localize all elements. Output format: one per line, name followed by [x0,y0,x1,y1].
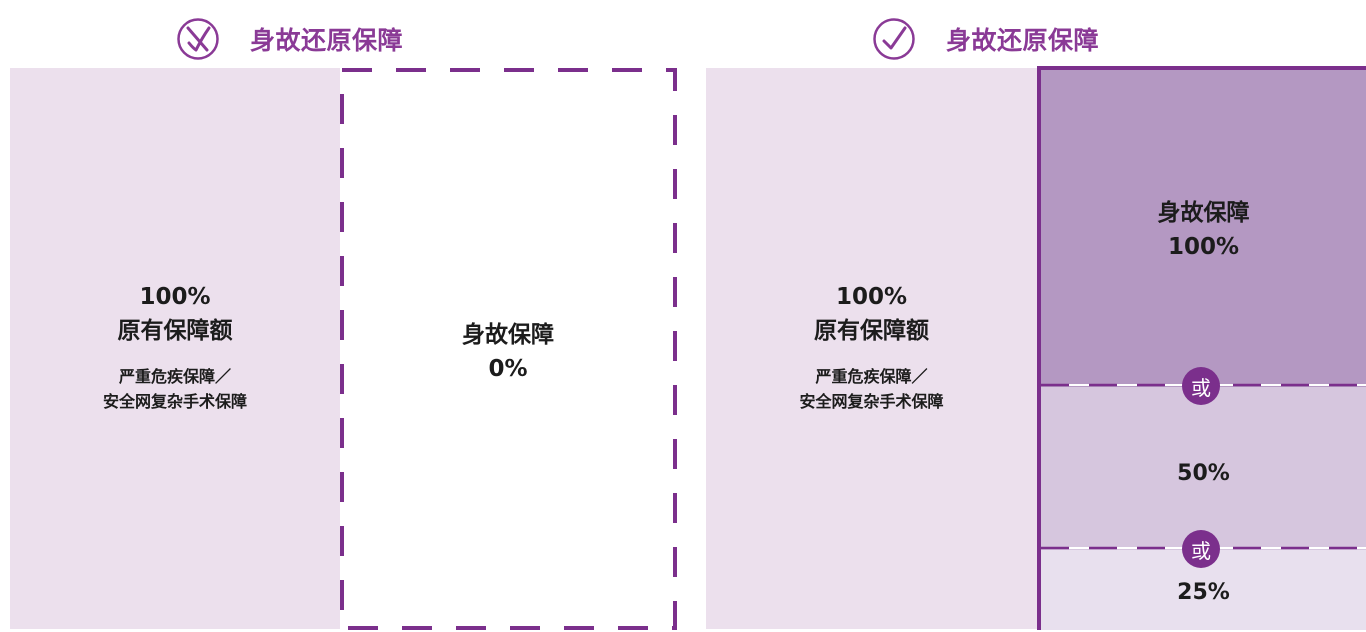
right-base-block: 100% 原有保障额 严重危疾保障／ 安全网复杂手术保障 [706,68,1037,629]
cross-circle-icon [177,18,219,60]
left-death-label: 身故保障 [462,322,554,348]
left-death-dashed-border [340,68,677,630]
right-death-percent-25: 25% [1177,580,1230,605]
or-badge-2: 或 [1182,530,1220,568]
check-circle-icon [873,18,915,60]
left-panel-title: 身故还原保障 [176,14,403,64]
right-death-label: 身故保障 [1157,200,1250,226]
death-segment-50: 50% [1041,387,1366,550]
left-base-label: 原有保障额 [117,318,233,344]
right-death-percent-50: 50% [1177,461,1230,486]
or-badge-1: 或 [1182,367,1220,405]
left-base-sub-line1: 严重危疾保障／ [118,367,231,386]
left-base-sub-line2: 安全网复杂手术保障 [102,392,247,411]
right-base-sub-line2: 安全网复杂手术保障 [799,392,944,411]
left-death-percent: 0% [488,356,528,382]
right-base-sub-line1: 严重危疾保障／ [815,367,928,386]
right-base-label: 原有保障额 [814,318,929,344]
left-base-percent: 100% [139,284,211,310]
right-death-block: 身故保障 100% 50% 25% [1037,66,1366,630]
right-death-percent-100: 100% [1167,234,1240,260]
left-base-block: 100% 原有保障额 严重危疾保障／ 安全网复杂手术保障 [10,68,340,629]
left-death-block: 身故保障 0% [340,68,676,629]
left-title-text: 身故还原保障 [250,26,404,55]
right-title-text: 身故还原保障 [946,26,1100,55]
death-segment-100: 身故保障 100% [1041,70,1366,387]
right-base-percent: 100% [835,284,908,310]
right-panel-title: 身故还原保障 [872,14,1099,64]
